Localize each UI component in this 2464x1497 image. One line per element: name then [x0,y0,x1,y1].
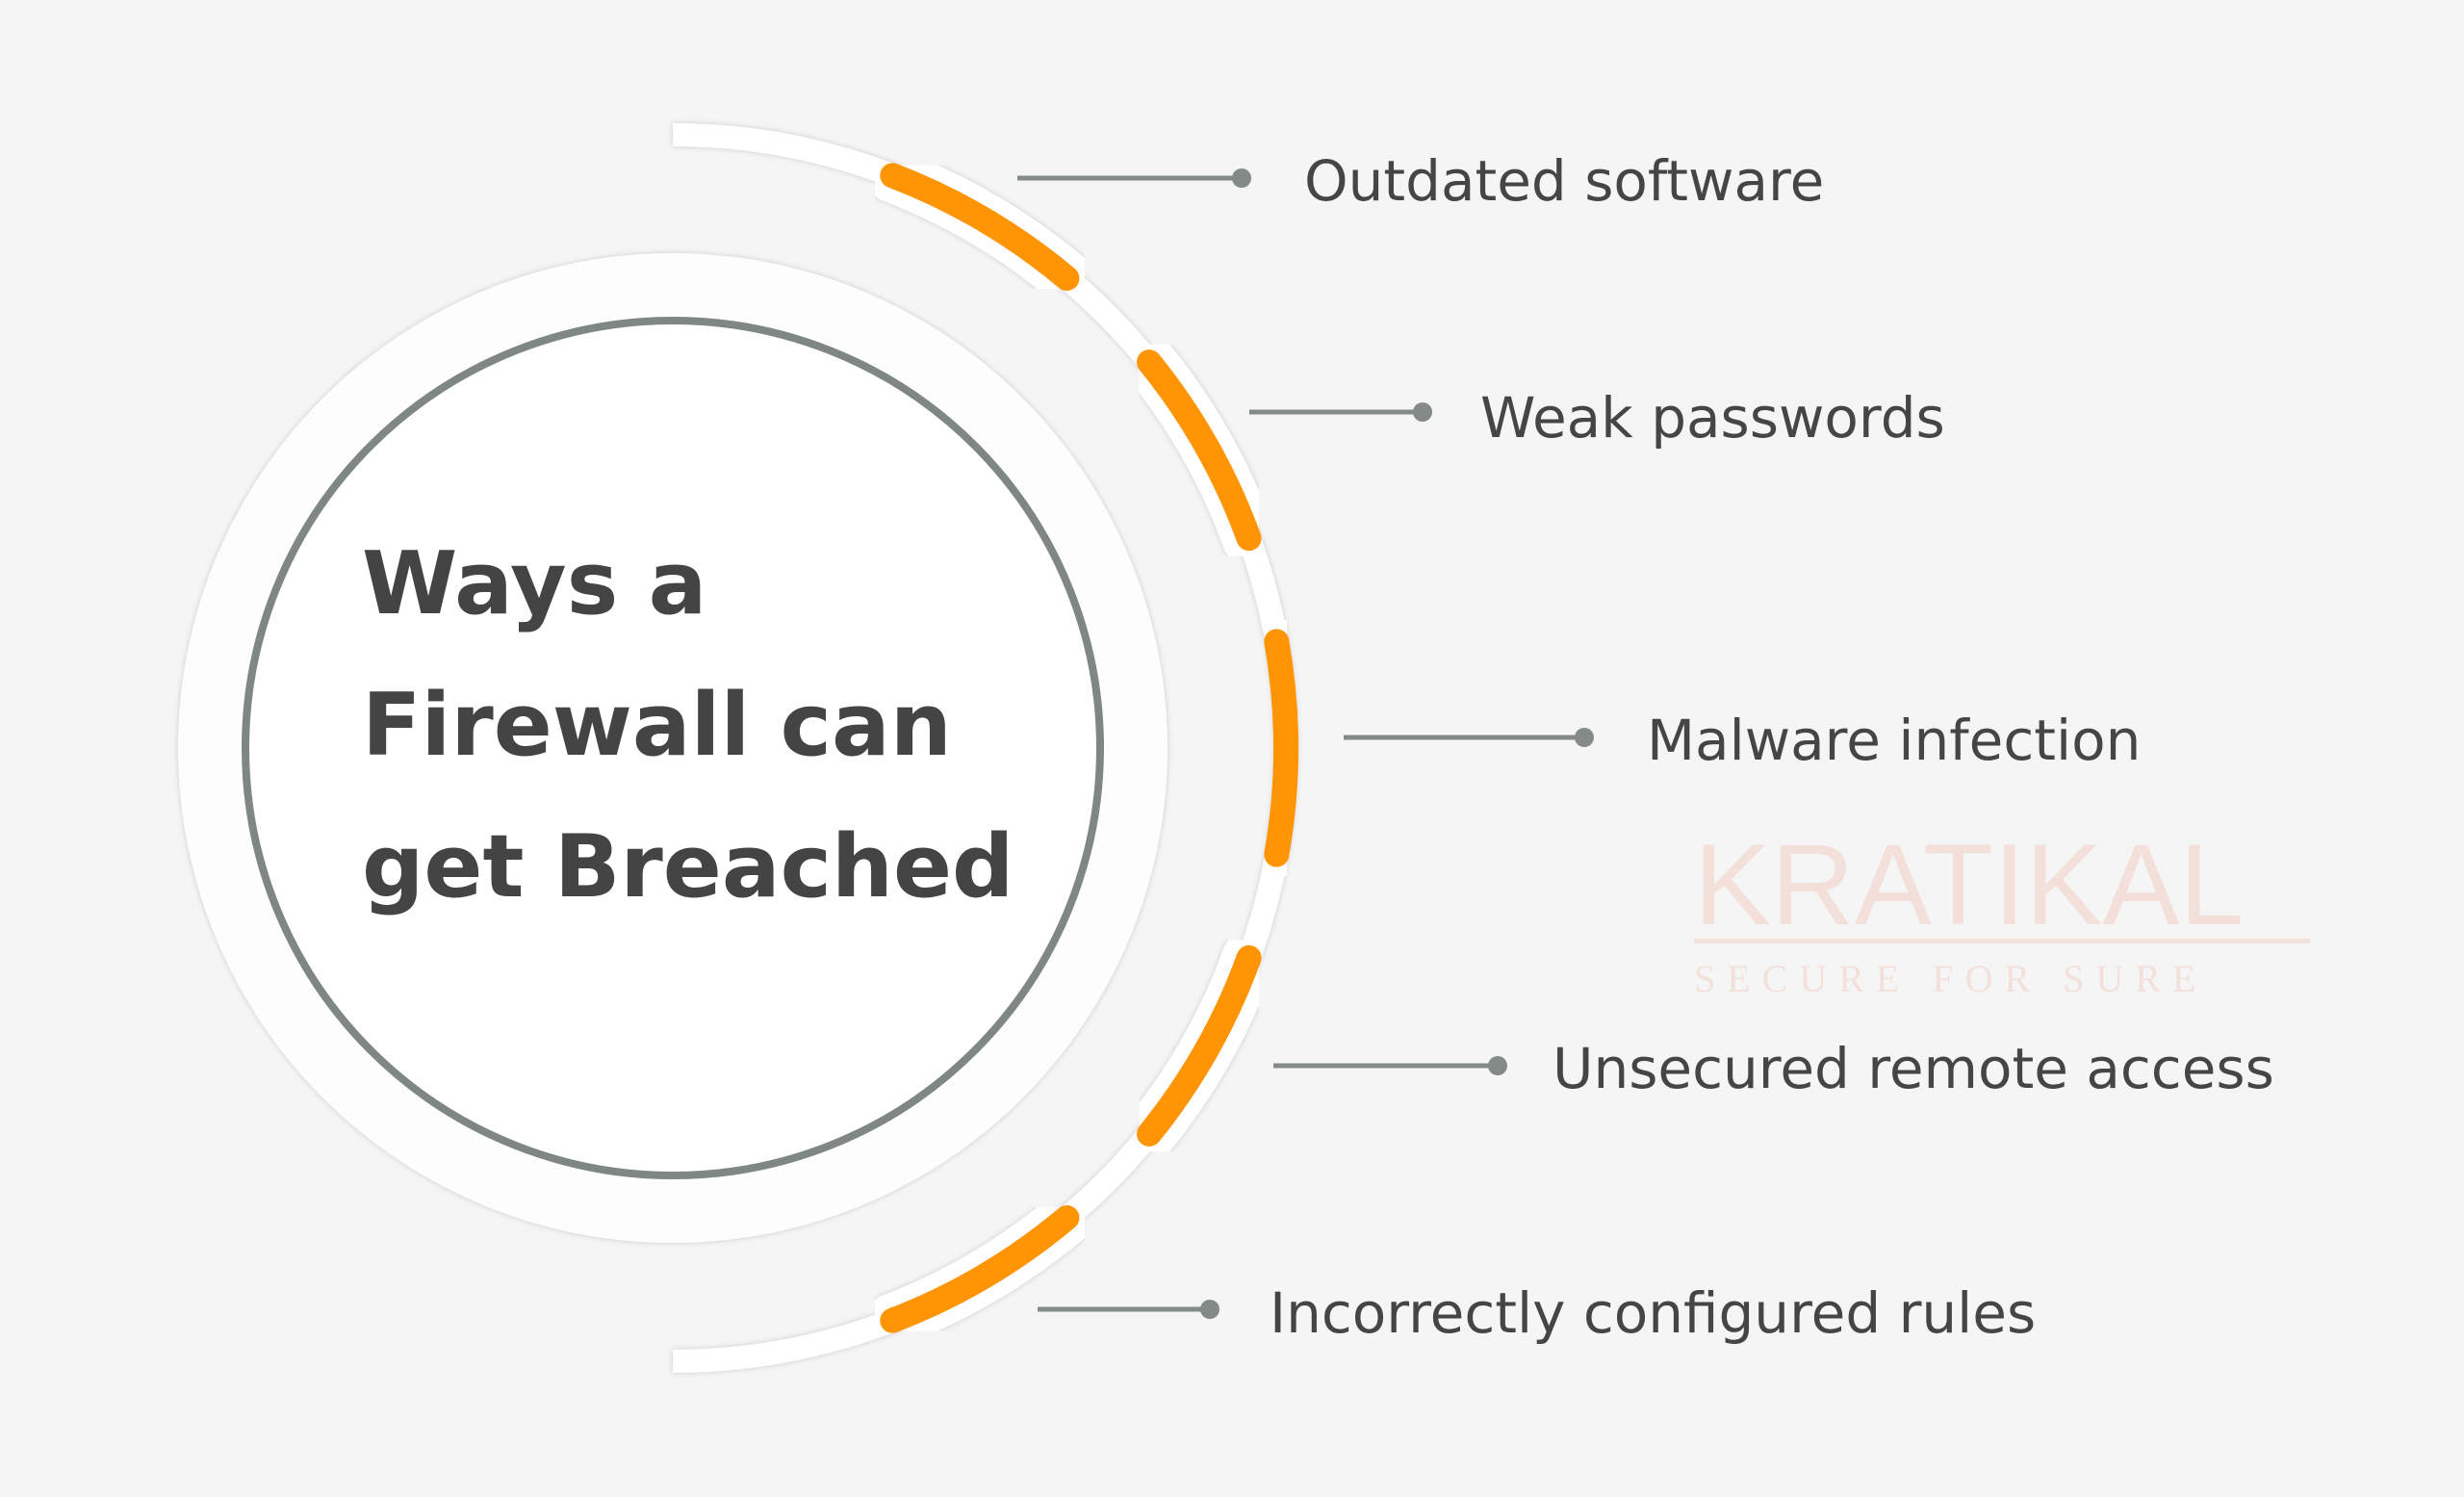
title-line-3: get Breached [362,816,1014,917]
orange-segment-2 [1137,349,1262,552]
title: Ways a Firewall can get Breached [362,533,1014,917]
title-line-2: Firewall can [362,675,952,776]
orange-segment-4 [1137,944,1262,1147]
orange-segment-1 [880,163,1080,292]
orange-segments [865,148,1313,1348]
item-label-malware-infection: Malware infection [1647,708,2141,773]
connector-dot-4 [1488,1056,1507,1075]
connector-dot-5 [1200,1300,1219,1319]
item-label-weak-passwords: Weak passwords [1480,385,1945,451]
item-label-incorrectly-configured-rules: Incorrectly configured rules [1270,1280,2036,1346]
connector-dot-3 [1575,728,1594,747]
watermark: KRATIKAL SECURE FOR SURE [1694,820,2310,1000]
inner-ring [242,317,1104,1179]
connector-dot-1 [1232,168,1251,188]
item-labels: Outdated software Weak passwords Malware… [1270,148,2274,1346]
orange-segment-3 [1264,629,1298,867]
watermark-tagline: SECURE FOR SURE [1694,957,2207,1000]
item-label-outdated-software: Outdated software [1304,148,1824,214]
title-line-1: Ways a [362,533,706,634]
item-label-unsecured-remote-access: Unsecured remote access [1553,1036,2274,1101]
orange-segment-5 [880,1204,1080,1333]
connector-dot-2 [1413,402,1432,422]
watermark-logo-text: KRATIKAL [1694,820,2244,949]
connectors [1017,168,1594,1319]
